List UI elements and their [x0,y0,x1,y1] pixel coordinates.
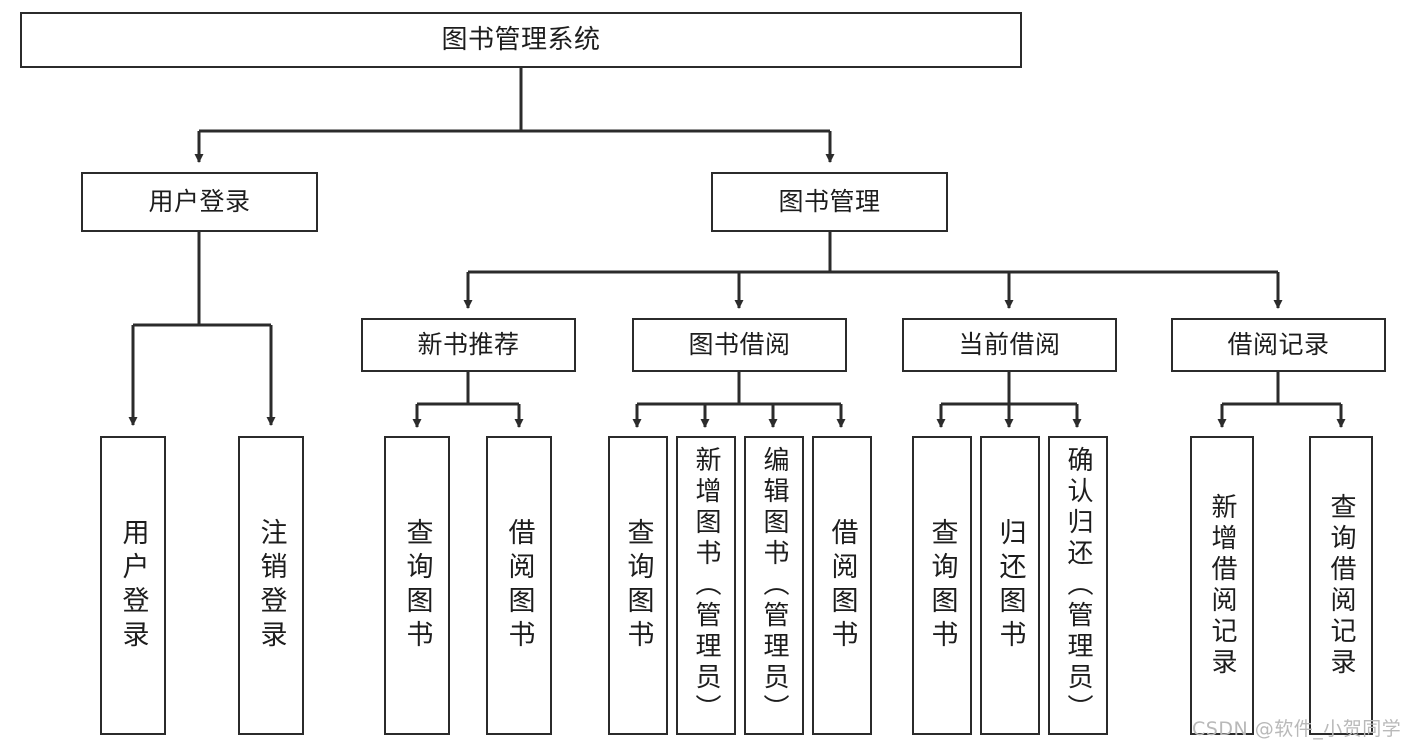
node-new-book-recommend[interactable]: 新书推荐 [361,318,576,372]
node-leaf-add-book-admin[interactable]: 新增图书（管理员） [676,436,736,735]
node-label: 图书管理 [778,187,881,217]
node-label: 当前借阅 [958,330,1061,360]
node-leaf-query-book-recommend[interactable]: 查询图书 [384,436,450,735]
node-leaf-borrow-book-recommend[interactable]: 借阅图书 [486,436,552,735]
node-label: 用户登录 [117,517,149,654]
csdn-watermark: CSDN @软件_小贺同学 [1192,718,1402,740]
node-label: 新增图书（管理员） [691,446,721,725]
node-label: 注销登录 [255,517,287,654]
node-label: 查询图书 [401,517,433,654]
node-label: 借阅记录 [1227,330,1330,360]
node-label: 查询图书 [622,517,654,654]
node-label: 借阅图书 [503,517,535,654]
node-label: 图书借阅 [688,330,791,360]
node-leaf-add-borrow-record[interactable]: 新增借阅记录 [1190,436,1254,735]
node-leaf-borrow-book[interactable]: 借阅图书 [812,436,872,735]
node-leaf-confirm-return-admin[interactable]: 确认归还（管理员） [1048,436,1108,735]
node-label: 用户登录 [148,187,251,217]
node-current-borrow[interactable]: 当前借阅 [902,318,1117,372]
node-book-management[interactable]: 图书管理 [711,172,948,232]
node-leaf-query-book-borrow[interactable]: 查询图书 [608,436,668,735]
node-label: 归还图书 [994,517,1026,654]
node-label: 确认归还（管理员） [1063,446,1093,725]
node-label: 查询借阅记录 [1326,492,1356,679]
node-borrow-record[interactable]: 借阅记录 [1171,318,1386,372]
node-leaf-user-login[interactable]: 用户登录 [100,436,166,735]
node-label: 借阅图书 [826,517,858,654]
node-label: 新增借阅记录 [1207,492,1237,679]
node-label: 图书管理系统 [441,24,601,55]
node-leaf-logout[interactable]: 注销登录 [238,436,304,735]
node-leaf-return-book[interactable]: 归还图书 [980,436,1040,735]
node-book-borrow[interactable]: 图书借阅 [632,318,847,372]
node-user-login[interactable]: 用户登录 [81,172,318,232]
node-leaf-edit-book-admin[interactable]: 编辑图书（管理员） [744,436,804,735]
node-label: 编辑图书（管理员） [759,446,789,725]
node-leaf-query-borrow-record[interactable]: 查询借阅记录 [1309,436,1373,735]
node-label: 查询图书 [926,517,958,654]
node-label: 新书推荐 [417,330,520,360]
node-root-book-management-system[interactable]: 图书管理系统 [20,12,1022,68]
node-leaf-query-book-current[interactable]: 查询图书 [912,436,972,735]
